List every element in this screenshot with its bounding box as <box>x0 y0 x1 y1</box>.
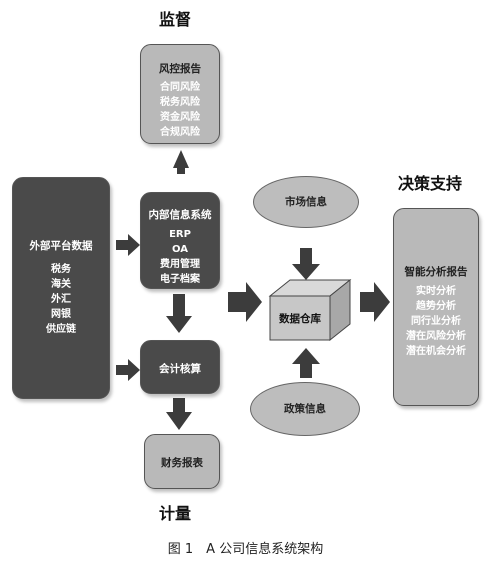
internal-system-item: 费用管理 <box>160 259 200 270</box>
external-data-item: 供应链 <box>46 324 76 335</box>
external-data-item: 外汇 <box>51 294 71 305</box>
data-warehouse-label: 数据仓库 <box>279 313 321 325</box>
arrow-internal-to-accounting <box>166 294 192 333</box>
risk-report-item: 合同风险 <box>160 82 200 93</box>
figure-caption: 图 1 A 公司信息系统架构 <box>167 542 324 557</box>
arrow-external-to-accounting <box>116 359 140 381</box>
arrow-policy-to-warehouse <box>292 348 320 378</box>
market-info-ellipse: 市场信息 <box>253 176 359 228</box>
arrow-to-warehouse <box>228 282 262 322</box>
arrow-warehouse-to-analysis <box>360 282 390 322</box>
policy-info-label: 政策信息 <box>284 403 326 415</box>
smart-analysis-title: 智能分析报告 <box>404 266 468 278</box>
risk-report-box: 风控报告 合同风险 税务风险 资金风险 合规风险 <box>140 44 220 144</box>
heading-measurement: 计量 <box>158 504 191 523</box>
smart-analysis-box: 智能分析报告 实时分析 趋势分析 同行业分析 潜在风险分析 潜在机会分析 <box>393 208 479 406</box>
external-data-list: 税务 海关 外汇 网银 供应链 <box>13 262 109 337</box>
market-info-label: 市场信息 <box>285 196 327 208</box>
external-data-title: 外部平台数据 <box>29 240 93 252</box>
external-data-box: 外部平台数据 税务 海关 外汇 网银 供应链 <box>12 177 110 399</box>
heading-supervision: 监督 <box>158 10 191 29</box>
financial-report-title: 财务报表 <box>161 457 203 469</box>
smart-analysis-item: 趋势分析 <box>416 301 456 312</box>
smart-analysis-item: 实时分析 <box>416 286 456 297</box>
arrow-external-to-internal <box>116 234 140 256</box>
accounting-title: 会计核算 <box>159 363 201 375</box>
arrow-market-to-warehouse <box>292 248 320 280</box>
internal-system-item: 电子档案 <box>160 274 200 285</box>
risk-report-item: 资金风险 <box>160 112 200 123</box>
arrow-internal-to-risk <box>173 150 189 174</box>
internal-system-list: ERP OA 费用管理 电子档案 <box>141 227 219 287</box>
internal-system-item: OA <box>172 244 188 255</box>
external-data-item: 税务 <box>51 264 71 275</box>
data-warehouse-cube <box>268 278 352 342</box>
external-data-item: 海关 <box>51 279 71 290</box>
internal-system-item: ERP <box>169 229 191 240</box>
risk-report-list: 合同风险 税务风险 资金风险 合规风险 <box>141 80 219 140</box>
heading-decision-support: 决策支持 <box>397 174 462 193</box>
smart-analysis-list: 实时分析 趋势分析 同行业分析 潜在风险分析 潜在机会分析 <box>394 284 478 359</box>
smart-analysis-item: 潜在机会分析 <box>406 346 466 357</box>
external-data-item: 网银 <box>51 309 71 320</box>
financial-report-box: 财务报表 <box>144 434 220 489</box>
arrow-accounting-to-report <box>166 398 192 430</box>
internal-system-box: 内部信息系统 ERP OA 费用管理 电子档案 <box>140 192 220 289</box>
risk-report-item: 合规风险 <box>160 127 200 138</box>
policy-info-ellipse: 政策信息 <box>250 382 360 436</box>
risk-report-item: 税务风险 <box>160 97 200 108</box>
accounting-box: 会计核算 <box>140 340 220 394</box>
risk-report-title: 风控报告 <box>159 63 201 75</box>
internal-system-title: 内部信息系统 <box>148 209 212 221</box>
smart-analysis-item: 同行业分析 <box>411 316 461 327</box>
smart-analysis-item: 潜在风险分析 <box>406 331 466 342</box>
